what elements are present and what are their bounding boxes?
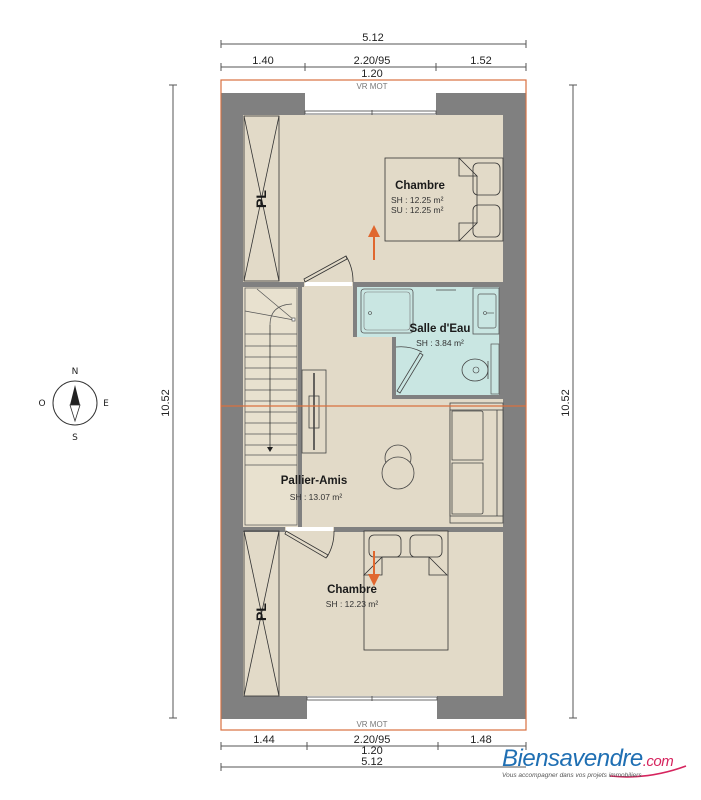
dim-bottom-middle: 2.20/95: [354, 734, 391, 746]
door-opening-bottom: [286, 527, 333, 531]
bed-top: [384, 157, 504, 242]
bathroom-door[interactable]: [395, 346, 424, 394]
bed-bottom: [363, 530, 449, 651]
closet-bottom: [243, 530, 280, 697]
door-bottom[interactable]: [284, 530, 335, 559]
dim-top-total: 5.12: [362, 32, 383, 44]
compass-west: O: [38, 399, 45, 409]
arrow-up-icon: [368, 225, 380, 260]
left-dimension: [169, 84, 177, 719]
bottom-dimensions: [220, 742, 527, 771]
room-title-chambre-top: Chambre: [395, 180, 445, 192]
logo-brand: Biensavendre: [502, 745, 643, 772]
dim-bottom-window: 1.20: [361, 745, 382, 757]
chair: [381, 444, 415, 490]
dim-right-height: 10.52: [560, 389, 572, 417]
compass-north: N: [72, 367, 79, 377]
room-su-chambre-top: SU : 12.25 m²: [391, 205, 444, 215]
dim-top-right: 1.52: [470, 55, 491, 67]
wardrobe-unit: [301, 369, 327, 454]
compass-east: E: [103, 399, 109, 409]
compass-icon: [52, 380, 98, 426]
closet-bottom-label: PL: [253, 603, 269, 621]
closet-top-label: PL: [253, 190, 269, 208]
room-title-pallier-amis: Pallier-Amis: [281, 475, 347, 487]
logo-tld: .com: [642, 753, 674, 770]
bottom-window-opening: [307, 696, 437, 719]
dim-bottom-left: 1.44: [253, 734, 274, 746]
compass-south: S: [72, 433, 78, 443]
door-opening-top: [305, 282, 352, 286]
dim-top-window: 1.20: [361, 68, 382, 80]
room-sh-salle-deau: SH : 3.84 m²: [416, 338, 464, 348]
door-top[interactable]: [303, 255, 354, 283]
closet-top: [243, 115, 280, 282]
stair-direction-arrow-icon: [267, 447, 273, 452]
room-title-chambre-bottom: Chambre: [327, 584, 377, 596]
dim-left-height: 10.52: [160, 389, 172, 417]
room-sh-chambre-bottom: SH : 12.23 m²: [326, 599, 379, 609]
dim-bottom-total: 5.12: [361, 756, 382, 768]
sofa: [449, 402, 504, 524]
bathroom: [357, 287, 500, 395]
logo-swoosh-icon: [609, 765, 687, 778]
right-dimension: [569, 84, 577, 719]
dim-bottom-right: 1.48: [470, 734, 491, 746]
arrow-down-icon: [368, 551, 380, 586]
brand-logo[interactable]: Biensavendre.com Vous accompagner dans v…: [498, 746, 693, 786]
top-window-label: VR MOT: [356, 82, 387, 91]
room-sh-chambre-top: SH : 12.25 m²: [391, 195, 444, 205]
dim-top-left: 1.40: [252, 55, 273, 67]
top-window-opening: [305, 93, 436, 115]
top-dimensions: [220, 40, 527, 71]
logo-tagline: Vous accompagner dans vos projets immobi…: [502, 772, 642, 779]
room-sh-pallier-amis: SH : 13.07 m²: [290, 492, 343, 502]
dim-top-middle: 2.20/95: [354, 55, 391, 67]
top-window-frame: [304, 110, 437, 115]
bottom-window-label: VR MOT: [356, 720, 387, 729]
room-title-salle-deau: Salle d'Eau: [410, 323, 471, 335]
bottom-window-frame: [306, 696, 438, 701]
